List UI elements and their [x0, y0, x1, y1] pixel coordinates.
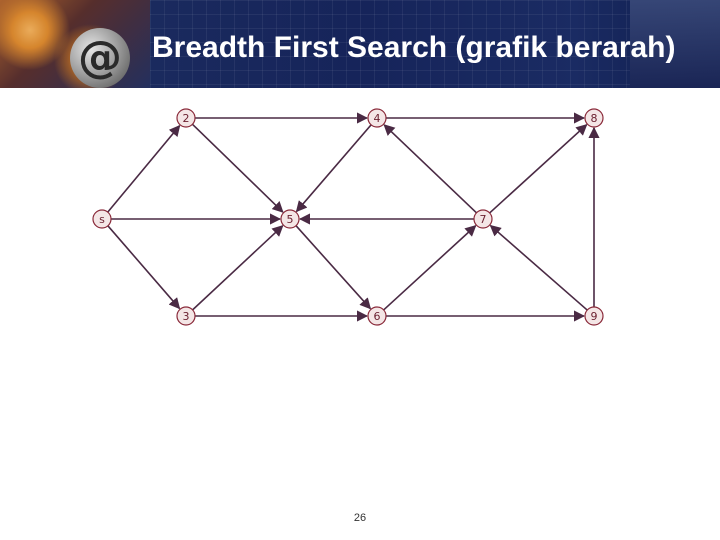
title-banner: @ Breadth First Search (grafik berarah) [0, 0, 720, 88]
node-circle [367, 306, 387, 326]
node-label: 8 [591, 112, 598, 125]
banner-decoration-right [630, 0, 720, 88]
edge-6-to-7 [383, 224, 477, 311]
node-circle [584, 306, 604, 326]
edges-layer [107, 112, 600, 322]
node-circle [280, 209, 300, 229]
node-label: 6 [374, 310, 381, 323]
node-2: 2 [176, 108, 196, 128]
node-circle [584, 108, 604, 128]
node-label: 9 [591, 310, 598, 323]
node-label: s [99, 213, 105, 226]
slide-title: Breadth First Search (grafik berarah) [152, 31, 676, 64]
node-circle [176, 306, 196, 326]
node-7: 7 [473, 209, 493, 229]
node-circle [473, 209, 493, 229]
node-circle [92, 209, 112, 229]
node-label: 4 [374, 112, 381, 125]
edge-3-to-5 [192, 225, 284, 311]
node-circle [176, 108, 196, 128]
edge-s-to-3 [107, 225, 181, 310]
edge-5-to-6 [295, 225, 372, 310]
node-4: 4 [367, 108, 387, 128]
banner-grid-pattern [150, 0, 630, 88]
page-number: 26 [353, 512, 367, 524]
node-s: s [92, 209, 112, 229]
edge-7-to-8 [489, 123, 588, 214]
node-8: 8 [584, 108, 604, 128]
node-label: 7 [480, 213, 487, 226]
node-label: 5 [287, 213, 294, 226]
edge-s-to-2 [107, 124, 181, 213]
node-label: 2 [183, 112, 190, 125]
edge-7-to-4 [383, 124, 478, 214]
node-5: 5 [280, 209, 300, 229]
at-sign-icon: @ [70, 28, 130, 88]
node-6: 6 [367, 306, 387, 326]
edge-2-to-5 [191, 123, 284, 213]
edge-4-to-5 [295, 124, 372, 213]
edge-9-to-7 [489, 224, 588, 311]
nodes-layer: 2 4 8 s 5 7 3 6 9 [92, 108, 604, 326]
node-label: 3 [183, 310, 190, 323]
node-9: 9 [584, 306, 604, 326]
node-3: 3 [176, 306, 196, 326]
node-circle [367, 108, 387, 128]
